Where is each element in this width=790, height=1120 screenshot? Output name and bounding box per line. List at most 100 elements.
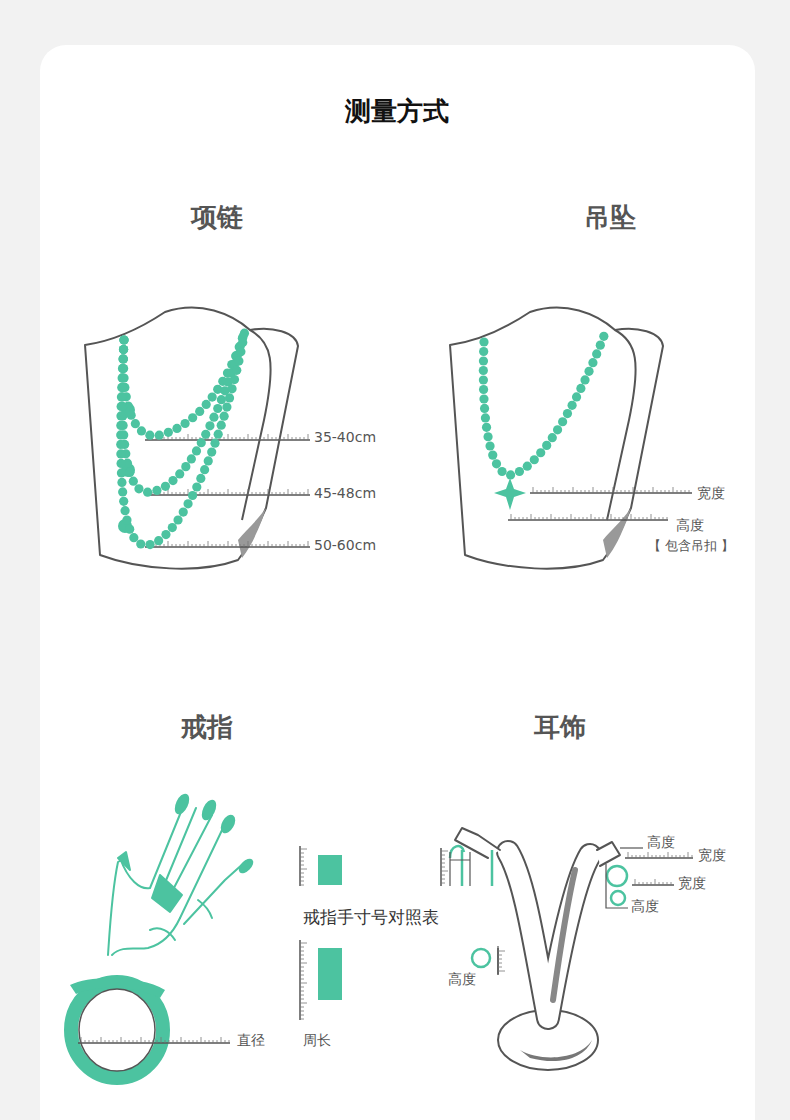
tick [197,1040,198,1043]
tick [635,879,636,885]
tick [133,1040,134,1043]
tick [648,852,649,858]
tick [647,517,648,520]
bead [125,468,134,477]
dimension-label: 高度 [676,517,704,534]
bead [117,383,126,392]
tick [611,514,612,520]
ruler [508,519,668,521]
tick [639,517,640,520]
tick [441,871,448,872]
bead [553,425,562,434]
section-heading: 耳饰 [534,712,586,743]
tick [240,492,241,495]
tick [300,877,304,878]
tick [164,492,165,495]
bead [548,433,557,442]
bead [204,456,213,465]
tick [288,489,289,495]
tick [643,882,644,885]
tick [304,544,305,547]
tick [553,487,554,493]
ring-band [70,978,165,1078]
bead [118,373,127,382]
tick [109,1040,110,1043]
tick [605,490,606,493]
tick [180,437,181,440]
bead [188,491,197,500]
tick [192,544,193,547]
tick [300,861,304,862]
tick [300,885,304,886]
tick [185,1040,186,1043]
tick [669,490,670,493]
tick [640,855,641,858]
tick [300,1011,304,1012]
tick [228,489,229,495]
tick [228,434,229,440]
tick [573,487,574,493]
tick [105,1040,106,1043]
tick [153,1040,154,1043]
tick [224,492,225,495]
tick [300,437,301,440]
tick [232,492,233,495]
tick [667,882,668,885]
tick [268,541,269,547]
tick [583,517,584,520]
tick [288,541,289,547]
bead [119,354,128,363]
tick [639,882,640,885]
tick [177,1040,178,1043]
bead [536,448,545,457]
bead [131,419,140,428]
bead [119,335,128,344]
tick [300,857,304,858]
bead [563,409,572,418]
length-label: 45-48cm [314,485,376,502]
bead [192,446,201,455]
tick [225,1040,226,1043]
tick [276,544,277,547]
tick [117,1040,118,1043]
dimension-label: 周长 [303,1032,331,1049]
tick [559,517,560,520]
bead [119,345,128,354]
tick [671,882,672,885]
tick [591,514,592,520]
tick [637,490,638,493]
bead [225,393,234,402]
tick [685,490,686,493]
tick [232,437,233,440]
tick [284,437,285,440]
tick [97,1040,98,1043]
earrings [450,846,627,967]
ruler [145,439,310,441]
tick [176,544,177,547]
tick [169,1040,170,1043]
tick [188,434,189,440]
tick [168,541,169,547]
bead [116,430,125,439]
dimension-label: 高度 [647,834,675,851]
tick [141,1037,142,1043]
section-heading: 项链 [191,202,243,233]
tick [232,544,233,547]
ruler [530,492,692,494]
tick [621,490,622,493]
bead [129,533,138,542]
bead [542,441,551,450]
tick [619,517,620,520]
bead [188,413,197,422]
tick [292,437,293,440]
bead [145,540,154,549]
ruler-ticks [78,434,693,1043]
tick [256,492,257,495]
tick [129,1040,130,1043]
bead [183,499,192,508]
tick [165,1040,166,1043]
tick [300,963,307,964]
bead [116,459,125,468]
tick [555,517,556,520]
tick [252,437,253,440]
